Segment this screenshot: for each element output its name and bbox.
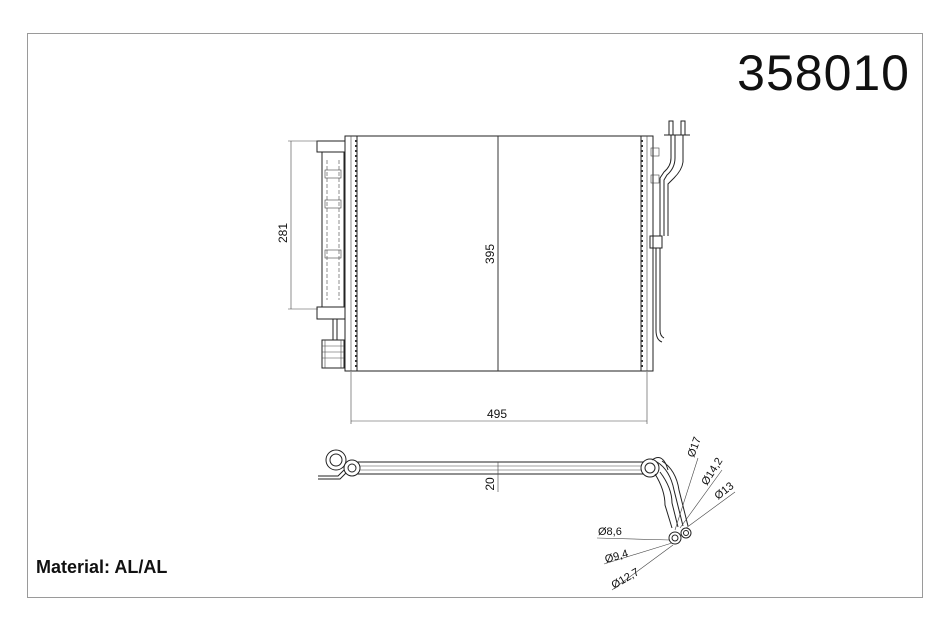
dryer-height-label: 281 xyxy=(276,223,290,243)
leader-d3 xyxy=(685,491,736,529)
leader-d1 xyxy=(674,457,699,531)
core-width-label: 495 xyxy=(487,407,507,421)
leader-d4 xyxy=(596,537,671,541)
condenser-core xyxy=(356,135,642,372)
material-label: Material: AL/AL xyxy=(36,557,168,577)
diameter-label-d6: Ø12,7 xyxy=(610,566,642,591)
left-port xyxy=(343,459,361,477)
core-depth-label: 20 xyxy=(483,477,497,491)
fitting-2 xyxy=(680,527,692,539)
front-view xyxy=(288,120,690,424)
diameter-label-d4: Ø8,6 xyxy=(598,526,622,538)
diameter-label-d3: Ø13 xyxy=(712,480,736,502)
leader-d2 xyxy=(679,469,723,529)
core-width-dimension xyxy=(350,372,648,424)
diameter-label-d2: Ø14,2 xyxy=(699,456,725,488)
left-port-outer xyxy=(325,449,347,471)
outlet-pipes xyxy=(649,120,690,343)
core-height-label: 395 xyxy=(483,244,497,264)
top-view xyxy=(318,449,736,591)
diameter-label-d5: Ø9,4 xyxy=(604,548,630,566)
part-number: 358010 xyxy=(737,45,910,101)
right-port xyxy=(640,458,660,478)
leader-d5 xyxy=(603,542,673,565)
diameter-label-d1: Ø17 xyxy=(686,435,704,459)
drawing-frame xyxy=(27,33,923,598)
receiver-dryer xyxy=(316,140,346,369)
dryer-height-dimension xyxy=(288,140,318,310)
fitting-1 xyxy=(668,531,682,545)
leader-d6 xyxy=(611,544,674,591)
